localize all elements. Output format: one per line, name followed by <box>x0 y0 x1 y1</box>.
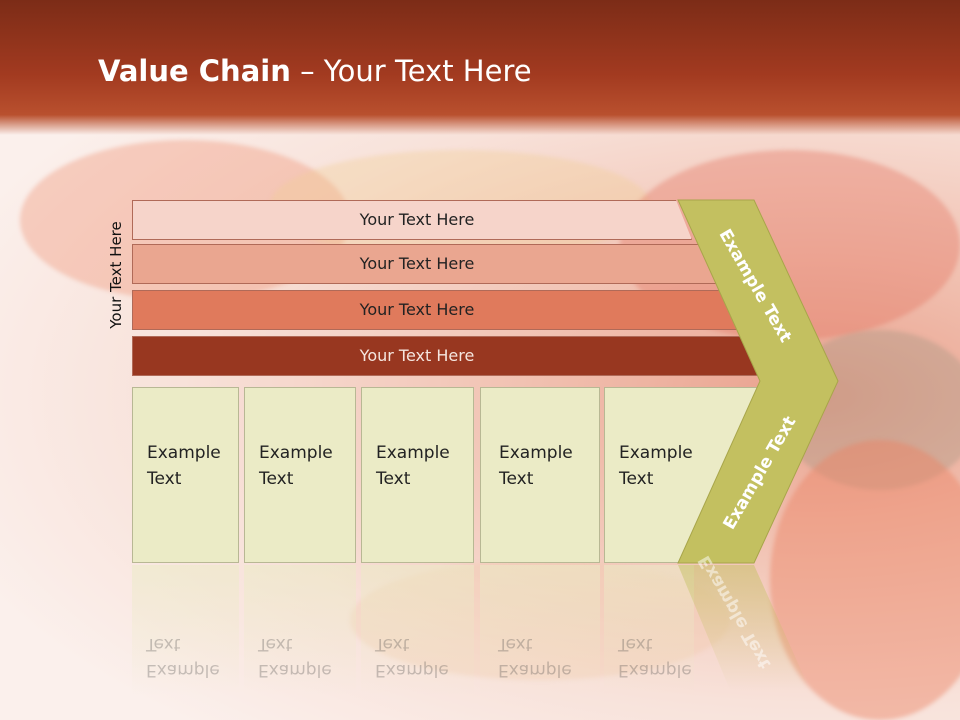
support-bar-label: Your Text Here <box>359 254 475 273</box>
support-bar-label: Your Text Here <box>359 300 475 319</box>
title-bold: Value Chain <box>98 54 291 88</box>
box-text-line1: Example <box>499 443 573 463</box>
title-rest: – Your Text Here <box>290 54 532 88</box>
box-text-line1: Example <box>147 443 221 463</box>
support-bar-label: Your Text Here <box>359 210 475 229</box>
chevron-shape <box>677 199 839 564</box>
box-text-line2: Text <box>259 469 294 489</box>
box-text-line1: Example <box>619 443 693 463</box>
box-text-line2: Text <box>147 469 182 489</box>
support-bar-label: Your Text Here <box>359 346 475 365</box>
support-bar-2: Your Text Here <box>132 244 717 284</box>
chevron-reflection <box>678 565 810 690</box>
box-text-line2: Text <box>619 469 654 489</box>
box-text-line1: Example <box>376 443 450 463</box>
title-banner <box>0 0 960 135</box>
support-bar-3: Your Text Here <box>132 290 740 330</box>
slide-title: Value Chain – Your Text Here <box>98 54 532 88</box>
support-bar-4: Your Text Here <box>132 336 765 376</box>
support-bar-1: Your Text Here <box>132 200 692 240</box>
box-text-line2: Text <box>499 469 534 489</box>
box-text-line2: Text <box>376 469 411 489</box>
box-text-line1: Example <box>259 443 333 463</box>
